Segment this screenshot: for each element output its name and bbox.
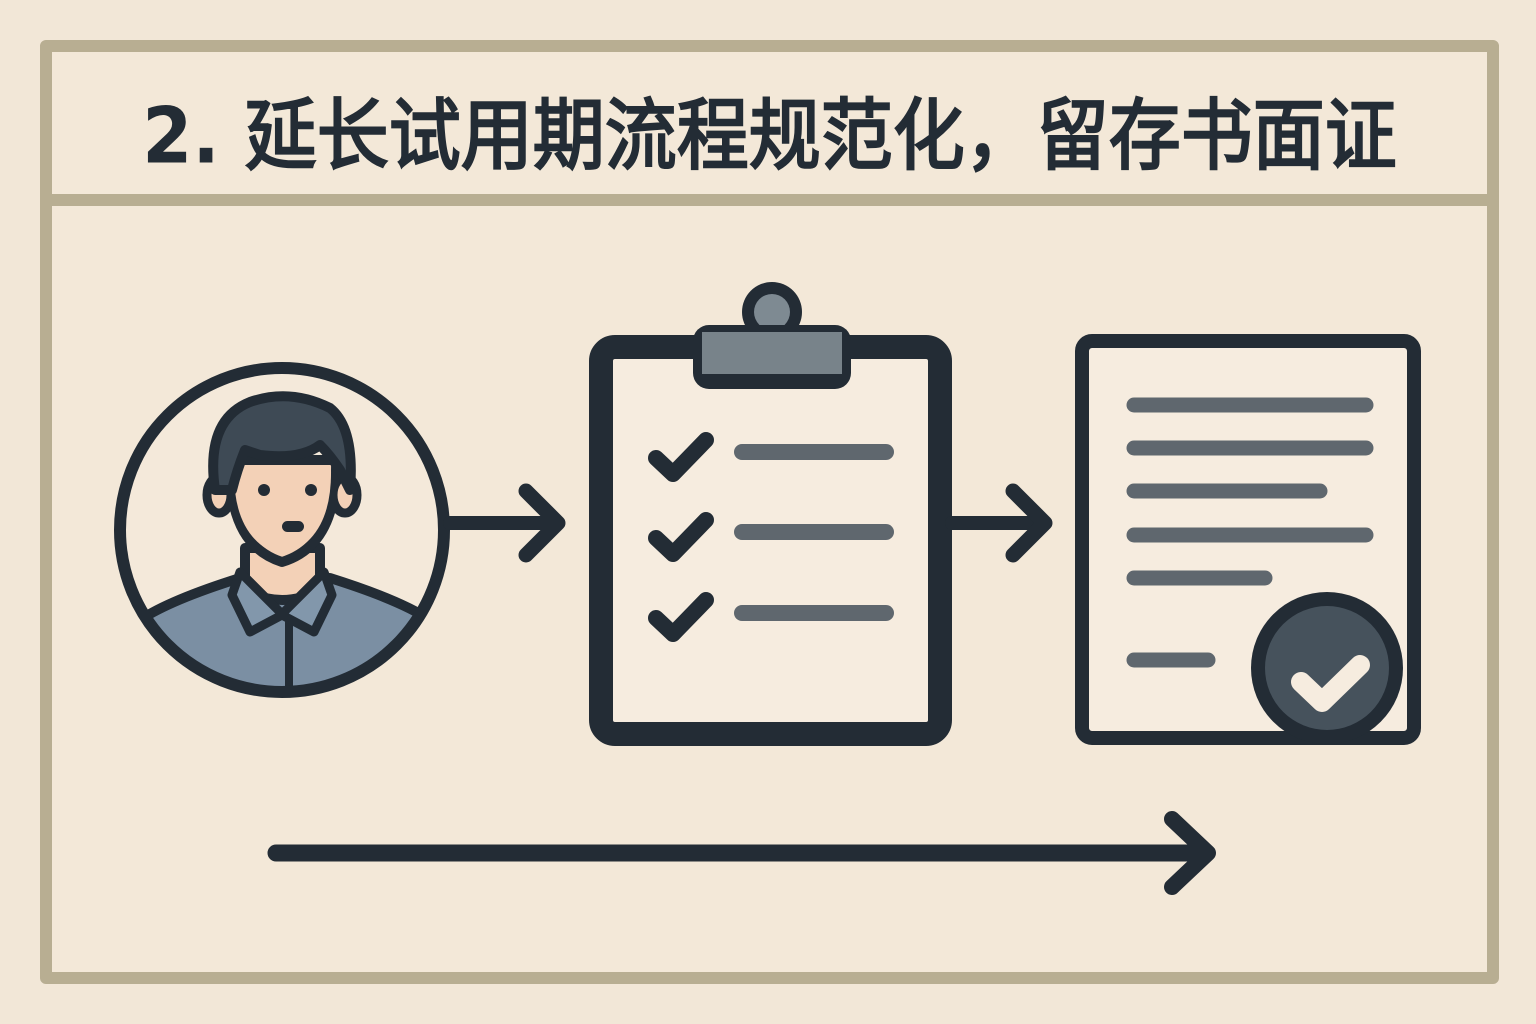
clipboard-checklist-icon bbox=[589, 282, 952, 746]
page-title: 2. 延长试用期流程规范化，留存书面证 bbox=[142, 89, 1397, 181]
check-icon bbox=[648, 592, 714, 642]
arrow-right-icon bbox=[945, 483, 1053, 563]
arrow-right-icon bbox=[443, 483, 566, 563]
person-avatar-icon bbox=[114, 362, 450, 698]
check-icon bbox=[648, 512, 714, 562]
approved-document-icon bbox=[1075, 334, 1421, 745]
check-icon bbox=[648, 432, 714, 482]
long-arrow-right-icon bbox=[267, 811, 1216, 895]
title-header: 2. 延长试用期流程规范化，留存书面证 bbox=[52, 52, 1487, 206]
check-badge-icon bbox=[1251, 592, 1403, 744]
